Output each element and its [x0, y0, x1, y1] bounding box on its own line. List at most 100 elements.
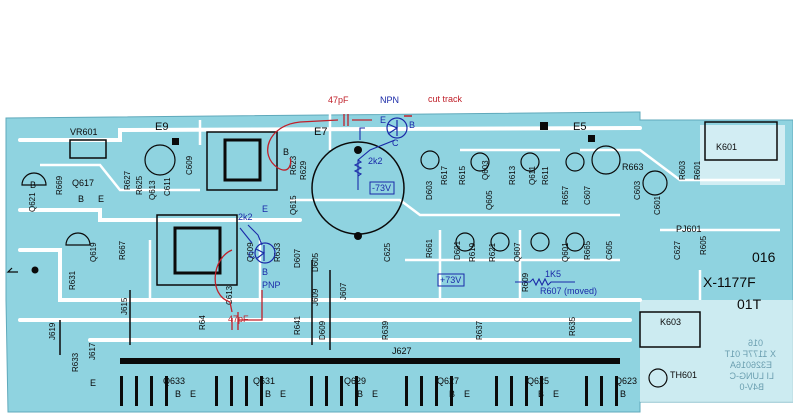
q633-label: Q633 — [163, 376, 185, 386]
annot-blue-wire-upper — [357, 127, 396, 190]
mirror-line-3: E326016A — [730, 360, 772, 370]
r611-label: R611 — [541, 166, 550, 185]
q603-label: Q603 — [481, 160, 490, 180]
r665-label: R665 — [583, 240, 592, 260]
c627-label: C627 — [673, 240, 682, 260]
c607-label: C607 — [583, 185, 592, 205]
arrow-left — [6, 267, 18, 273]
r623-label: R623 — [289, 155, 298, 175]
svg-text:E: E — [190, 389, 196, 399]
annot-2k2-mid: 2k2 — [238, 212, 253, 222]
j627-bar — [120, 358, 620, 364]
q617-label: Q617 — [72, 178, 94, 188]
c609-label: C609 — [185, 155, 194, 175]
annot-pnp-symbol — [254, 242, 276, 264]
r633-mid-label: R633 — [273, 242, 282, 262]
e9-label: E9 — [155, 121, 168, 133]
pad-left — [31, 266, 39, 274]
svg-text:B: B — [620, 389, 626, 399]
svg-text:E: E — [280, 389, 286, 399]
e5-label: E5 — [573, 121, 586, 133]
r603-label: R603 — [678, 160, 687, 180]
annot-cap-top: 47pF — [328, 95, 349, 105]
r617-label: R617 — [440, 165, 449, 185]
mirror-line-5: B4V-0 — [739, 382, 764, 392]
annot-npn-symbol — [386, 117, 408, 139]
annot-blue-wire-lower — [239, 224, 263, 246]
r619-label: R619 — [468, 242, 477, 262]
mirror-line-4: LI LUNG-C — [729, 371, 774, 381]
d603-label: D603 — [425, 180, 434, 200]
j615-label: J615 — [120, 297, 129, 315]
svg-text:B: B — [175, 389, 181, 399]
annot-plus73-box — [437, 273, 465, 287]
r627-label: R627 — [123, 170, 132, 190]
d605-label: D605 — [311, 252, 320, 272]
annot-cap-top-wire — [299, 114, 372, 126]
d609-label: D609 — [318, 320, 327, 340]
annot-1k5: 1K5 — [545, 269, 561, 279]
board-id-3: 01T — [737, 296, 762, 312]
r601-label: R601 — [693, 160, 702, 180]
r661-label: R661 — [425, 238, 434, 258]
annot-pnp: PNP — [262, 280, 281, 290]
relay-area — [700, 125, 785, 185]
c625-voltage: -73V — [372, 183, 391, 193]
e7-label: E7 — [314, 126, 327, 138]
q605-label: Q605 — [485, 190, 494, 210]
q627-label: Q627 — [437, 376, 459, 386]
transformer-lower-core — [173, 226, 222, 275]
mirror-line-1: 016 — [748, 338, 763, 348]
j619-label: J619 — [48, 322, 57, 340]
r613-label: R613 — [508, 165, 517, 185]
r633-low-label: R633 — [71, 352, 80, 372]
e5-pad — [588, 135, 595, 142]
c625-pad-bottom — [354, 232, 362, 240]
annot-npn-e: E — [380, 115, 386, 125]
annot-npn-b: B — [409, 120, 415, 130]
svg-text:E: E — [90, 378, 96, 388]
board-id-1: 016 — [752, 249, 776, 265]
annot-cap-bottom: 47pF — [228, 314, 249, 324]
transformer-upper-core — [223, 138, 262, 182]
q613-label: Q613 — [148, 180, 157, 200]
r639-label: R639 — [381, 320, 390, 340]
r667-label: R667 — [118, 240, 127, 260]
transformer-lower — [156, 214, 238, 286]
k603-label: K603 — [660, 317, 681, 327]
k601-outline — [704, 121, 778, 161]
r64-label: R64 — [198, 315, 207, 330]
r625-label: R625 — [135, 175, 144, 195]
c613-label: C613 — [225, 285, 234, 305]
q607-label: Q607 — [513, 242, 522, 262]
c603-label: C603 — [633, 180, 642, 200]
annot-npn-c: C — [392, 138, 399, 148]
th601-label: TH601 — [670, 370, 697, 380]
r641-label: R641 — [293, 315, 302, 335]
e9-pad — [172, 138, 179, 145]
r669-label: R669 — [55, 175, 64, 195]
annot-red-loop-upper — [267, 121, 301, 171]
q611-label: Q611 — [528, 165, 537, 185]
svg-text:B: B — [357, 389, 363, 399]
mirror-line-2: X 1177F 01T — [724, 349, 776, 359]
c611-label: C611 — [163, 177, 172, 196]
mirrored-text: 016 X 1177F 01T E326016A LI LUNG-C B4V-0 — [724, 338, 776, 392]
annot-1k5-res — [515, 277, 575, 287]
vr601-outline — [69, 139, 107, 159]
q623-label: Q623 — [615, 376, 637, 386]
svg-text:E: E — [464, 389, 470, 399]
annot-plus73: +73V — [440, 275, 461, 285]
pin-b-q617: B — [78, 194, 84, 204]
mid-transistors — [455, 232, 585, 252]
k601-label: K601 — [716, 142, 737, 152]
pj601-label: PJ601 — [676, 224, 702, 234]
r663-label: R663 — [622, 162, 644, 172]
r637-label: R637 — [475, 320, 484, 340]
upper-transistors — [21, 144, 668, 196]
r605-label: R605 — [699, 235, 708, 255]
r629-label: R629 — [299, 160, 308, 180]
q631-label: Q631 — [253, 376, 275, 386]
svg-text:B: B — [449, 389, 455, 399]
